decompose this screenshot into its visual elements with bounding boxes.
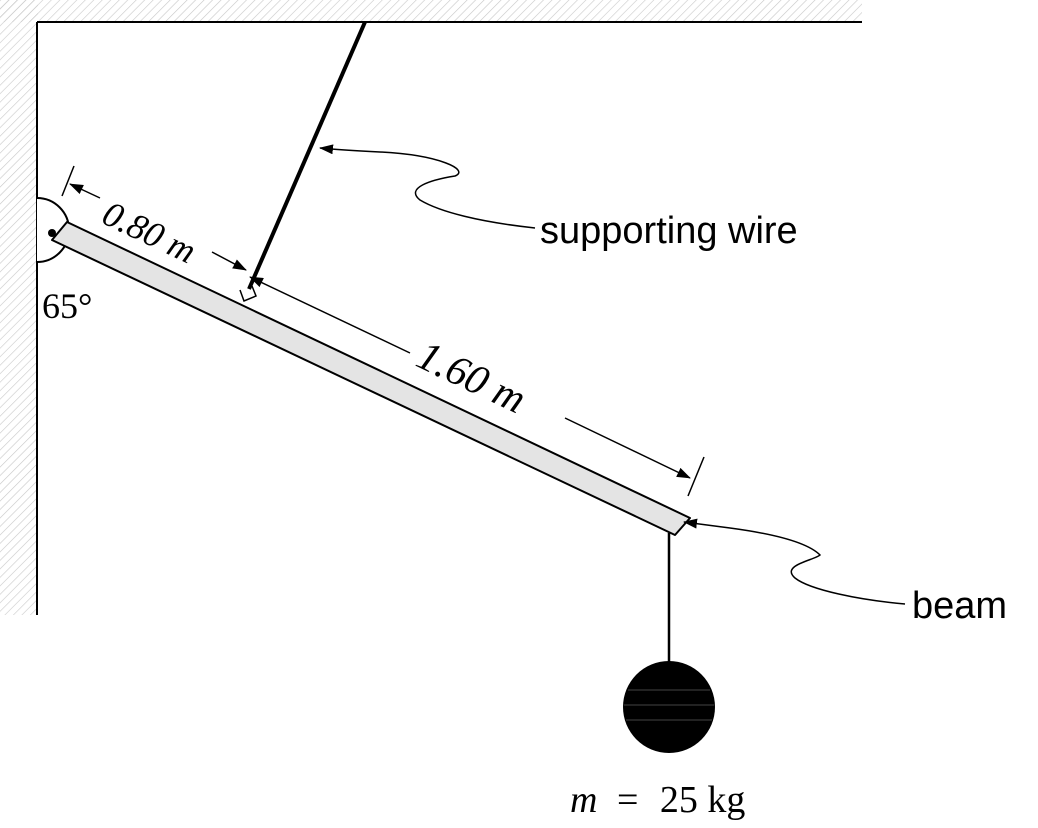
supporting-wire	[247, 21, 367, 290]
mass-symbol: m	[570, 779, 597, 821]
beam	[51, 221, 691, 536]
hinge-pin	[48, 229, 56, 237]
extension-line-left	[61, 165, 75, 197]
mass	[623, 661, 715, 753]
right-angle-marker	[239, 285, 257, 302]
ceiling-hatch	[0, 0, 862, 22]
mass-label: m = 25 kg	[570, 779, 745, 821]
dimension-arrow-right-a	[249, 276, 411, 354]
extension-line-right	[687, 456, 705, 497]
beam-label: beam	[912, 585, 1007, 627]
wire-callout-leader	[319, 144, 536, 229]
wall-hatch	[0, 0, 38, 615]
beam-callout-leader	[683, 518, 906, 605]
mass-highlight-lines	[624, 689, 714, 721]
dimension-arrow-left-b	[211, 251, 247, 271]
mass-value: 25 kg	[660, 779, 746, 821]
angle-label: 65°	[42, 286, 92, 326]
wire-label: supporting wire	[540, 210, 798, 252]
dimension-arrow-left-a	[69, 183, 101, 199]
mass-equals: =	[617, 779, 638, 821]
wall-and-ceiling	[0, 0, 862, 615]
dimension-arrow-right-b	[564, 417, 691, 479]
